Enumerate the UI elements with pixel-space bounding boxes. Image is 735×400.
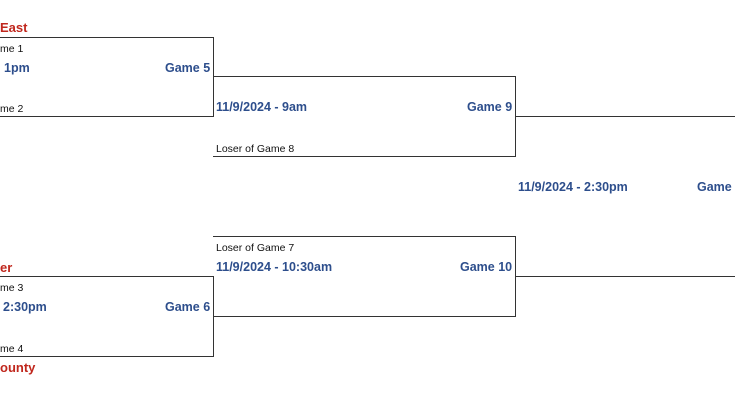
game5-number: Game 5 xyxy=(165,61,211,75)
final-bottom-line xyxy=(515,276,735,277)
game6-number: Game 6 xyxy=(165,300,211,314)
game10-top-line xyxy=(213,236,515,237)
team-label-east: East xyxy=(0,20,28,35)
game5-time: 1pm xyxy=(4,61,30,75)
final-time: 11/9/2024 - 2:30pm xyxy=(518,180,628,194)
game6-time: 2:30pm xyxy=(3,300,47,314)
game10-time: 11/9/2024 - 10:30am xyxy=(216,260,333,274)
game9-number: Game 9 xyxy=(467,100,513,114)
team-label-bottom-1: er xyxy=(0,260,13,275)
game6-bottom-line xyxy=(0,356,213,357)
game5-bottom-slot-label: me 2 xyxy=(0,103,24,115)
game5-top-line xyxy=(0,37,213,38)
game9-top-line xyxy=(213,76,515,77)
final-top-line xyxy=(515,116,735,117)
game9-bottom-slot-label: Loser of Game 8 xyxy=(216,143,295,155)
team-label-bottom-2: ounty xyxy=(0,360,36,375)
game10-right-line xyxy=(515,236,516,317)
game6-top-slot-label: me 3 xyxy=(0,282,24,294)
game5-bottom-line xyxy=(0,116,213,117)
game9-time: 11/9/2024 - 9am xyxy=(216,100,308,114)
final-game-label: Game xyxy=(697,180,732,194)
game6-right-line xyxy=(213,276,214,357)
game5-right-line xyxy=(213,37,214,117)
game6-bottom-slot-label: me 4 xyxy=(0,343,24,355)
game10-number: Game 10 xyxy=(460,260,513,274)
game10-top-slot-label: Loser of Game 7 xyxy=(216,242,295,254)
game5-top-slot-label: me 1 xyxy=(0,43,24,55)
game6-top-line xyxy=(0,276,213,277)
game9-bottom-line xyxy=(213,156,515,157)
game10-bottom-line xyxy=(213,316,515,317)
